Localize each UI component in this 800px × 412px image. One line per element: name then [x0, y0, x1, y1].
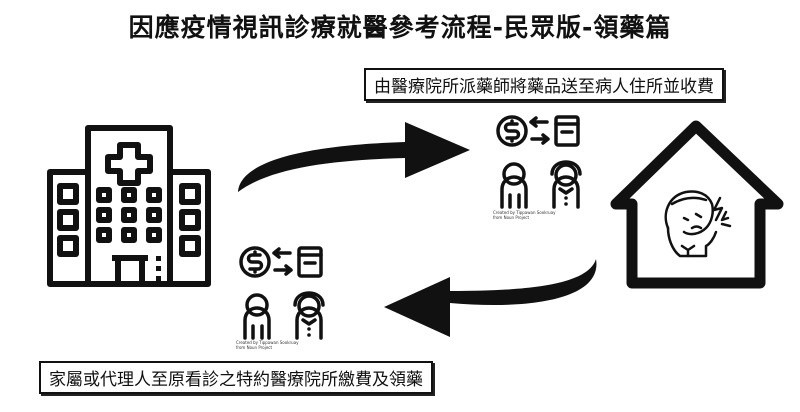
- step-label-family-pickup: 家屬或代理人至原看診之特約醫療院所繳費及領藥: [39, 361, 433, 394]
- icon-credit-top: Created by Tippawan Sookruay from Noun P…: [493, 210, 556, 220]
- payment-exchange-icon: [496, 115, 582, 209]
- payment-exchange-icon: [239, 246, 325, 340]
- step-label-pharmacist-delivery: 由醫療院所派藥師將藥品送至病人住所並收費: [364, 68, 724, 101]
- diagram-title: 因應疫情視訊診療就醫參考流程-民眾版-領藥篇: [128, 13, 672, 42]
- icon-credit-bottom: Created by Tippawan Sookruay from Noun P…: [236, 340, 299, 350]
- hospital-icon: [47, 125, 211, 287]
- arrow-left-icon: [384, 259, 597, 337]
- sick-person-at-home-icon: [610, 120, 784, 289]
- arrow-right-icon: [238, 122, 470, 192]
